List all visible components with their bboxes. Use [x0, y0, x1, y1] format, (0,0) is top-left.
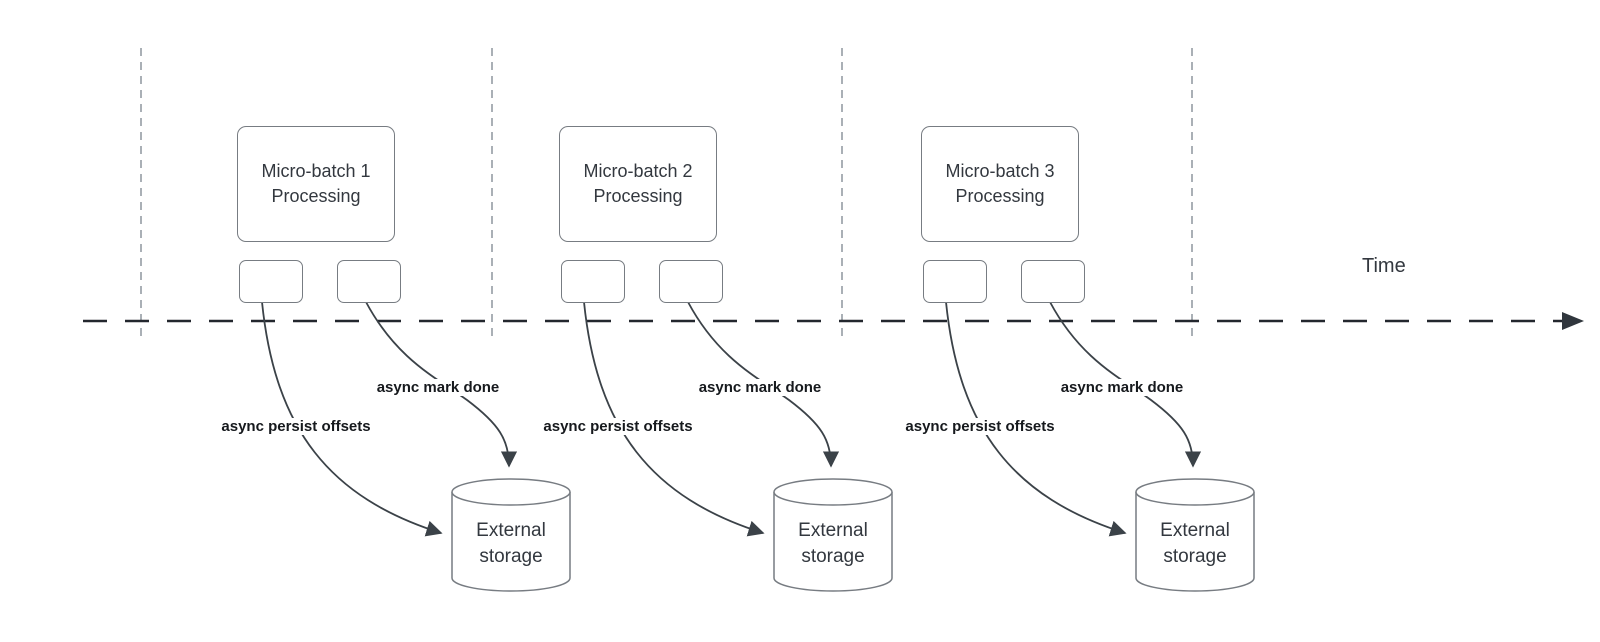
time-axis-label: Time — [1362, 255, 1406, 277]
micro-batch-title: Micro-batch 3 — [945, 161, 1055, 182]
micro-batch-processing-box: Micro-batch 2 Processing — [559, 126, 717, 242]
micro-batch-subtitle: Processing — [593, 186, 683, 206]
mark-done-label: async mark done — [695, 379, 825, 396]
offset-task-box — [561, 260, 625, 303]
micro-batch-processing-box: Micro-batch 1 Processing — [237, 126, 395, 242]
async-arrows — [261, 301, 518, 537]
mark-done-task-box — [659, 260, 723, 303]
time-axis-arrow — [83, 312, 1584, 330]
micro-batch-group-1: Micro-batch 1 Processing async persist o… — [218, 0, 597, 642]
mark-done-arrow — [687, 301, 840, 468]
mark-done-label: async mark done — [373, 379, 503, 396]
storage-label-line2: storage — [1163, 546, 1227, 567]
storage-label-line1: External — [476, 520, 546, 542]
cylinder-icon — [451, 478, 571, 592]
async-arrows — [583, 301, 840, 537]
external-storage-cylinder: External storage — [772, 477, 894, 593]
offset-task-box — [923, 260, 987, 303]
micro-batch-title: Micro-batch 2 — [583, 161, 693, 182]
mark-done-label: async mark done — [1057, 379, 1187, 396]
persist-offsets-label: async persist offsets — [540, 418, 696, 435]
storage-label-line1: External — [798, 520, 868, 542]
persist-offsets-label: async persist offsets — [902, 418, 1058, 435]
persist-offsets-label: async persist offsets — [218, 418, 374, 435]
cylinder-icon — [1135, 478, 1255, 592]
external-storage-cylinder: External storage — [450, 477, 572, 593]
micro-batch-group-2: Micro-batch 2 Processing async persist o… — [540, 0, 919, 642]
persist-offsets-arrow — [261, 301, 443, 537]
storage-label-line2: storage — [801, 546, 865, 567]
cylinder-icon — [773, 478, 893, 592]
interval-divider-lines — [140, 48, 1193, 340]
external-storage-cylinder: External storage — [1134, 477, 1256, 593]
micro-batch-processing-box: Micro-batch 3 Processing — [921, 126, 1079, 242]
mark-done-arrow — [1049, 301, 1202, 468]
micro-batch-group-3: Micro-batch 3 Processing async persist o… — [902, 0, 1281, 642]
micro-batch-subtitle: Processing — [271, 186, 361, 206]
async-arrows — [945, 301, 1202, 537]
time-axis-arrowhead-icon — [1562, 312, 1584, 330]
mark-done-task-box — [337, 260, 401, 303]
micro-batch-title: Micro-batch 1 — [261, 161, 371, 182]
persist-offsets-arrow — [583, 301, 765, 537]
persist-offsets-arrow — [945, 301, 1127, 537]
mark-done-arrow — [365, 301, 518, 468]
storage-label-line2: storage — [479, 546, 543, 567]
mark-done-task-box — [1021, 260, 1085, 303]
micro-batch-subtitle: Processing — [955, 186, 1045, 206]
offset-task-box — [239, 260, 303, 303]
storage-label-line1: External — [1160, 520, 1230, 542]
